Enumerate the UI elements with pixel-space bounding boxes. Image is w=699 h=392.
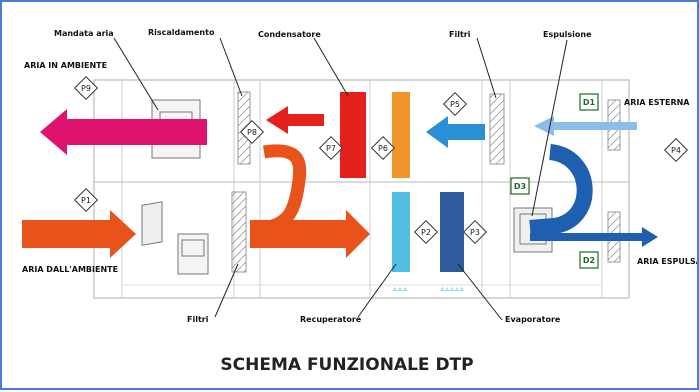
point-p5: P5 [442,91,468,117]
return-fan [141,201,209,275]
point-p6: P6 [370,135,396,161]
svg-text:P5: P5 [450,100,460,109]
point-d2: D2 [579,251,599,269]
diagram-title: SCHEMA FUNZIONALE DTP [220,355,473,375]
recirculation-curve [262,144,307,235]
point-p1: P1 [73,187,99,213]
condenser-coil [340,92,366,178]
ahu-diagram: ᐞᐞᐞ ᐞᐞᐞᐞᐞ Mandata aria Riscaldamento Con… [22,28,699,375]
orange-coil [392,92,410,178]
label-riscaldamento: Riscaldamento [148,28,215,37]
recirculation-arrow [250,210,370,258]
label-recuperatore: Recuperatore [300,315,362,324]
label-aria-in-ambiente: ARIA IN AMBIENTE [24,61,107,70]
svg-text:P6: P6 [378,144,388,153]
svg-text:P4: P4 [671,146,681,155]
recuperator-coil [392,192,410,272]
label-aria-dall-ambiente: ARIA DALL'AMBIENTE [22,265,118,274]
evaporator-coil [440,192,464,272]
leader-lines [113,37,568,321]
drops-evaporator: ᐞᐞᐞᐞᐞ [440,287,465,297]
supply-air-arrow [40,109,207,155]
label-aria-espulsa: ARIA ESPULSA [637,257,697,266]
svg-text:P1: P1 [81,196,91,205]
unit-casing [93,79,630,299]
label-filtri-bottom: Filtri [187,315,209,324]
point-p3: P3 [462,219,488,245]
exhaust-out-arrow [530,227,658,247]
point-d1: D1 [579,93,599,111]
point-p8: P8 [239,119,265,145]
filter-top-right [489,93,505,165]
heating-arrow [266,106,324,134]
svg-text:P3: P3 [470,228,480,237]
label-mandata-aria: Mandata aria [54,29,114,38]
svg-text:P2: P2 [421,228,431,237]
svg-text:D3: D3 [514,182,526,191]
svg-text:P7: P7 [326,144,336,153]
svg-text:D1: D1 [583,98,596,107]
fresh-air-arrow [534,116,637,136]
point-d3: D3 [510,177,530,195]
drops-recuperator: ᐞᐞᐞ [393,287,408,297]
svg-text:D2: D2 [583,256,595,265]
label-evaporatore: Evaporatore [505,315,561,324]
label-condensatore: Condensatore [258,30,321,39]
label-filtri-top: Filtri [449,30,471,39]
svg-text:P9: P9 [81,84,91,93]
point-p7: P7 [318,135,344,161]
filter-bottom-left [231,191,247,273]
filter-to-condenser-arrow [426,116,485,148]
point-p9: P9 [73,75,99,101]
label-espulsione: Espulsione [543,30,592,39]
point-p4: P4 [663,137,689,163]
return-air-arrow [22,210,136,258]
exhaust-u-arrow [529,144,593,236]
point-p2: P2 [413,219,439,245]
svg-text:P8: P8 [247,128,257,137]
label-aria-esterna: ARIA ESTERNA [624,98,690,107]
